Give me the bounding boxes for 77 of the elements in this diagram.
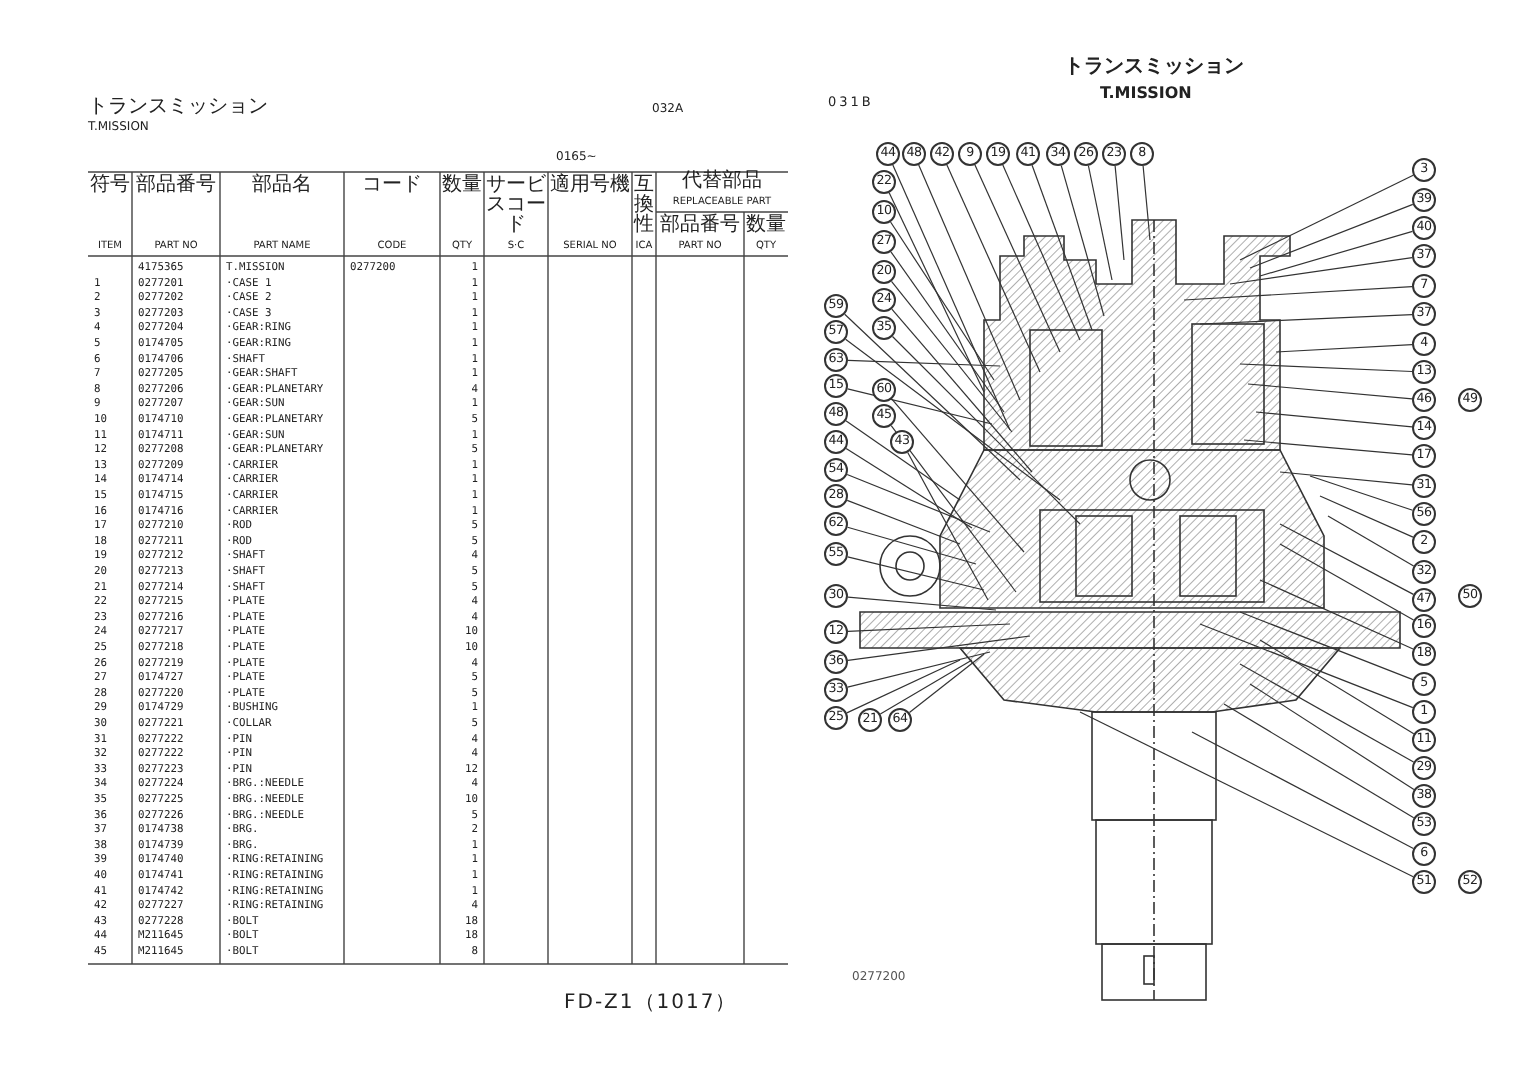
section-title: トランスミッション bbox=[1064, 56, 1244, 78]
leader-line bbox=[847, 388, 993, 425]
leader-line bbox=[847, 596, 997, 611]
leader-line bbox=[1002, 164, 1081, 341]
leader-line bbox=[847, 359, 1001, 367]
leader-line bbox=[1279, 543, 1415, 621]
leader-line bbox=[891, 335, 1081, 525]
column-header: 部品名 bbox=[250, 176, 314, 196]
leader-line bbox=[1259, 230, 1414, 277]
leader-line bbox=[845, 420, 961, 501]
leader-line bbox=[918, 164, 1021, 401]
leader-line bbox=[907, 451, 989, 601]
column-header: 部品番号 bbox=[658, 216, 742, 236]
leader-line bbox=[846, 659, 961, 714]
leader-line bbox=[889, 221, 995, 381]
leader-line bbox=[1259, 639, 1415, 735]
leader-line bbox=[1239, 174, 1414, 261]
leader-line bbox=[1279, 471, 1413, 486]
leader-line bbox=[1249, 683, 1415, 791]
page-number: FD-Z1（1017） bbox=[564, 992, 738, 1014]
leader-line bbox=[891, 398, 1025, 553]
section-title: T.MISSION bbox=[1100, 86, 1192, 104]
leader-line bbox=[1279, 523, 1414, 595]
leader-line bbox=[1249, 203, 1414, 269]
column-header: 符号 bbox=[88, 176, 132, 196]
leader-line bbox=[1319, 495, 1414, 538]
leader-line bbox=[1191, 731, 1414, 849]
leader-line bbox=[1060, 164, 1105, 317]
leader-line bbox=[845, 338, 1061, 501]
leader-line bbox=[1199, 623, 1414, 709]
leader-line bbox=[1142, 165, 1151, 241]
leader-line bbox=[846, 526, 977, 565]
column-header: 数量 bbox=[744, 216, 788, 236]
leader-line bbox=[974, 164, 1061, 353]
leader-line bbox=[1199, 313, 1413, 325]
leader-line bbox=[1239, 363, 1413, 373]
leader-line bbox=[1247, 383, 1413, 400]
leader-line bbox=[1327, 515, 1415, 567]
leader-line bbox=[847, 623, 1011, 633]
leader-line bbox=[1079, 711, 1414, 878]
leader-line bbox=[1087, 165, 1113, 281]
leader-line bbox=[1239, 611, 1414, 681]
column-header: 部品番号 bbox=[134, 176, 218, 196]
leader-line bbox=[1183, 286, 1413, 301]
leader-line bbox=[1243, 439, 1413, 456]
leader-line bbox=[1239, 663, 1415, 763]
leader-line bbox=[1309, 475, 1414, 511]
leader-line bbox=[879, 659, 973, 715]
leader-line bbox=[888, 192, 985, 393]
column-header: 代替部品 bbox=[680, 172, 764, 192]
leader-line bbox=[1275, 344, 1413, 353]
leader-line bbox=[846, 473, 991, 533]
leader-line bbox=[891, 308, 1033, 473]
leader-line bbox=[847, 635, 1031, 661]
leader-line bbox=[1031, 164, 1093, 331]
leader-line bbox=[1114, 165, 1125, 261]
leader-line bbox=[847, 651, 991, 688]
column-header: 適用号機 bbox=[548, 176, 632, 196]
leader-line bbox=[1223, 703, 1415, 819]
leader-line bbox=[890, 251, 1005, 413]
leader-line bbox=[845, 447, 973, 529]
leader-line bbox=[946, 164, 1041, 373]
leader-line bbox=[1259, 579, 1414, 650]
leader-line bbox=[890, 425, 1017, 593]
leader-line bbox=[1229, 257, 1413, 285]
column-header: 数量 bbox=[440, 176, 484, 196]
leader-line bbox=[892, 164, 1011, 431]
leader-line bbox=[844, 313, 1021, 481]
leader-line bbox=[846, 499, 961, 545]
leader-line bbox=[847, 556, 985, 591]
column-header: 互換性 bbox=[632, 176, 656, 236]
column-header: サービスコード bbox=[484, 176, 548, 236]
section-title: トランスミッション bbox=[88, 96, 268, 118]
leader-line bbox=[908, 653, 985, 714]
leader-line bbox=[1255, 411, 1413, 428]
leader-line bbox=[890, 280, 1013, 433]
column-header: コード bbox=[360, 176, 424, 196]
